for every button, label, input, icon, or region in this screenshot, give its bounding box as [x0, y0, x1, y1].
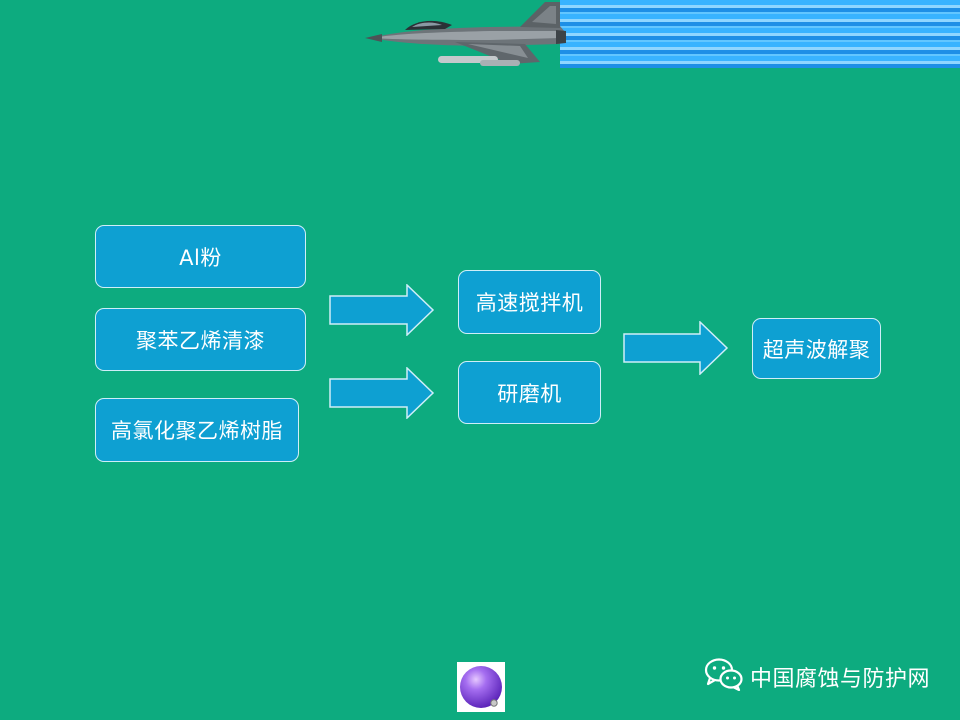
input-box-polystyrene-varnish: 聚苯乙烯清漆 — [95, 308, 306, 371]
input-box-al-powder: Al粉 — [95, 225, 306, 288]
process-label: 研磨机 — [497, 381, 562, 406]
process-box-grinder: 研磨机 — [458, 361, 601, 424]
input-box-chlorinated-resin: 高氯化聚乙烯树脂 — [95, 398, 299, 462]
flow-arrow-3 — [623, 321, 729, 375]
flow-arrow-2 — [329, 367, 435, 419]
input-label: 聚苯乙烯清漆 — [136, 328, 265, 353]
watermark: 中国腐蚀与防护网 — [704, 658, 930, 696]
watermark-text: 中国腐蚀与防护网 — [749, 667, 930, 692]
speed-stripes — [560, 0, 960, 68]
fighter-jet-icon — [360, 0, 960, 75]
wechat-icon — [704, 657, 744, 697]
sphere-icon — [457, 662, 505, 712]
input-label: Al粉 — [179, 245, 222, 270]
flow-arrow-1 — [329, 284, 435, 336]
process-label: 高速搅拌机 — [475, 291, 584, 315]
input-label: 高氯化聚乙烯树脂 — [111, 419, 283, 443]
process-box-high-speed-mixer: 高速搅拌机 — [458, 270, 601, 334]
output-label: 超声波解聚 — [762, 337, 871, 362]
output-box-ultrasonic-depolymerization: 超声波解聚 — [752, 318, 881, 379]
